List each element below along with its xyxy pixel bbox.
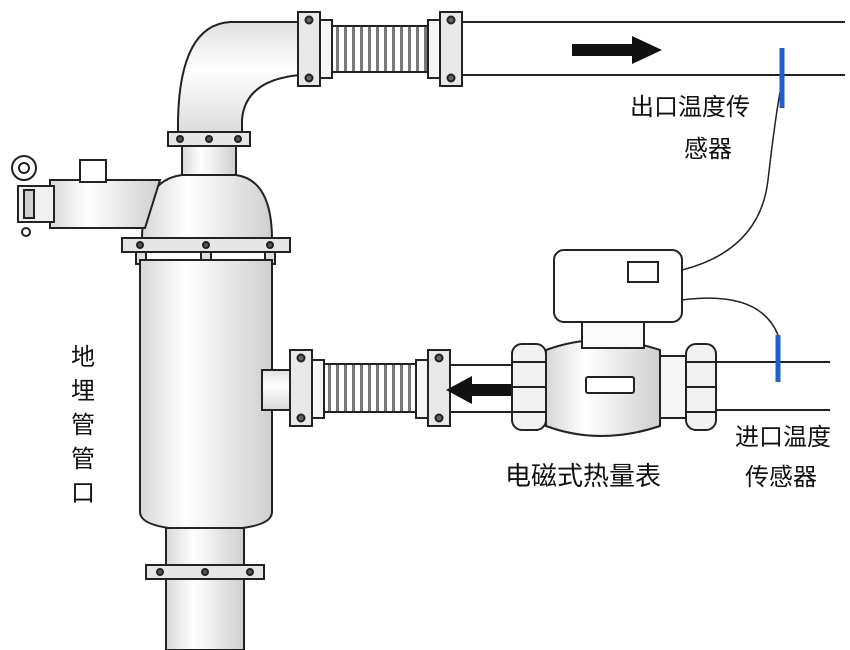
buried-pipe-label: 地 埋 管 管 口 <box>68 340 98 510</box>
buried-pipe-char: 地 <box>71 343 95 371</box>
buried-pipe-char: 管 <box>71 411 95 439</box>
buried-pipe-char: 埋 <box>71 377 95 405</box>
separator-tank <box>11 131 291 650</box>
heat-meter <box>511 249 717 437</box>
inlet-sensor-label-line2: 传感器 <box>745 463 817 491</box>
buried-pipe-char: 口 <box>71 479 95 507</box>
sensor-cables <box>681 91 781 336</box>
outlet-expansion-joint <box>297 11 463 87</box>
outlet-pipe <box>177 21 845 141</box>
inlet-sensor-label-line1: 进口温度 <box>735 423 831 451</box>
arrow-left-icon <box>446 376 512 404</box>
arrow-right-icon <box>572 36 662 64</box>
outlet-sensor-label-line1: 出口温度传 <box>630 93 750 121</box>
heat-meter-label: 电磁式热量表 <box>505 462 662 492</box>
buried-pipe-char: 管 <box>71 445 95 473</box>
outlet-sensor-label-line2: 感器 <box>684 135 732 163</box>
inlet-pipe <box>261 349 830 427</box>
